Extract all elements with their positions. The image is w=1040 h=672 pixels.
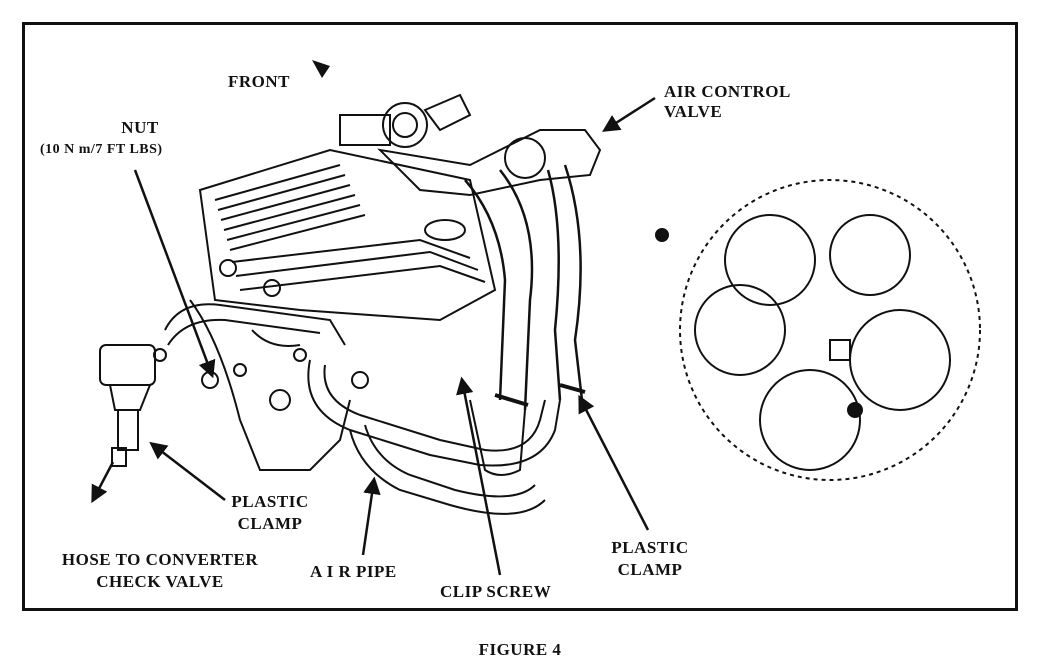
nut-label: NUT [121,118,159,137]
clip-screw-label: CLIP SCREW [440,582,552,601]
plastic-clamp-left-label: PLASTIC [231,492,309,511]
cylinder-head [198,148,497,322]
leader-air-pipe [361,476,381,556]
check-valve-bracket [99,344,369,467]
hose-to-converter-label: HOSE TO CONVERTER [61,550,259,569]
front-direction-arrow [312,60,330,78]
leader-plastic-clamp-right [578,394,650,531]
figure-frame [22,22,1018,611]
air-pipe [164,303,561,515]
air-control-valve-assembly [339,93,602,241]
air-control-valve-label: AIR CONTROL [664,82,791,101]
nut-torque-label: (10 N m/7 FT LBS) [40,142,163,157]
figure-caption: FIGURE 4 [478,640,562,659]
plastic-clamp-left-label-2: CLAMP [237,514,303,533]
leader-plastic-clamp-left [149,441,226,501]
leader-hose-check-valve [91,461,115,504]
air-control-valve-label-2: VALVE [664,102,723,121]
leader-lines [91,96,656,576]
engine-block [189,259,351,471]
plastic-clamp-right-label: PLASTIC [611,538,689,557]
air-pipe-label: A I R PIPE [310,562,397,581]
leader-air-control-valve [602,96,656,132]
air-hose [464,164,586,411]
check-valve-label: CHECK VALVE [96,572,224,591]
leader-clip-screw [456,376,502,576]
leader-nut [133,169,216,379]
plastic-clamp-right-label-2: CLAMP [617,560,683,579]
front-label: FRONT [228,72,290,91]
flywheel [655,179,981,481]
